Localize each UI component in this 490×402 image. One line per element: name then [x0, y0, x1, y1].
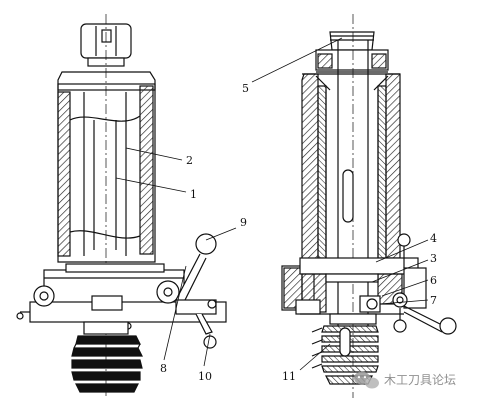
right-section-view — [281, 14, 457, 398]
callout-4: 4 — [430, 232, 437, 245]
callout-10: 10 — [198, 370, 212, 383]
lever-handle — [175, 233, 217, 349]
top-cap — [315, 31, 389, 91]
leader-lines — [115, 37, 429, 371]
wechat-bubble-icon — [354, 371, 379, 389]
left-assembly-view — [16, 14, 227, 396]
callout-6: 6 — [430, 274, 437, 287]
right-lever — [393, 233, 457, 335]
callout-7: 7 — [430, 294, 437, 307]
callout-3: 3 — [430, 252, 437, 265]
threaded-shaft — [311, 313, 379, 385]
callout-1: 1 — [190, 188, 197, 201]
watermark: 木工刀具论坛 — [354, 371, 456, 389]
callout-9: 9 — [240, 216, 247, 229]
callout-2: 2 — [186, 154, 193, 167]
watermark-text: 木工刀具论坛 — [384, 373, 456, 387]
callout-11: 11 — [282, 370, 296, 383]
lower-housing — [281, 257, 427, 315]
callout-labels: 1 2 3 4 5 6 7 8 9 10 11 — [160, 82, 437, 383]
callout-8: 8 — [160, 362, 167, 375]
callout-5: 5 — [242, 82, 249, 95]
bellows-boot — [71, 321, 143, 393]
cylinder-body — [57, 14, 156, 396]
outer-sleeve — [301, 73, 401, 267]
